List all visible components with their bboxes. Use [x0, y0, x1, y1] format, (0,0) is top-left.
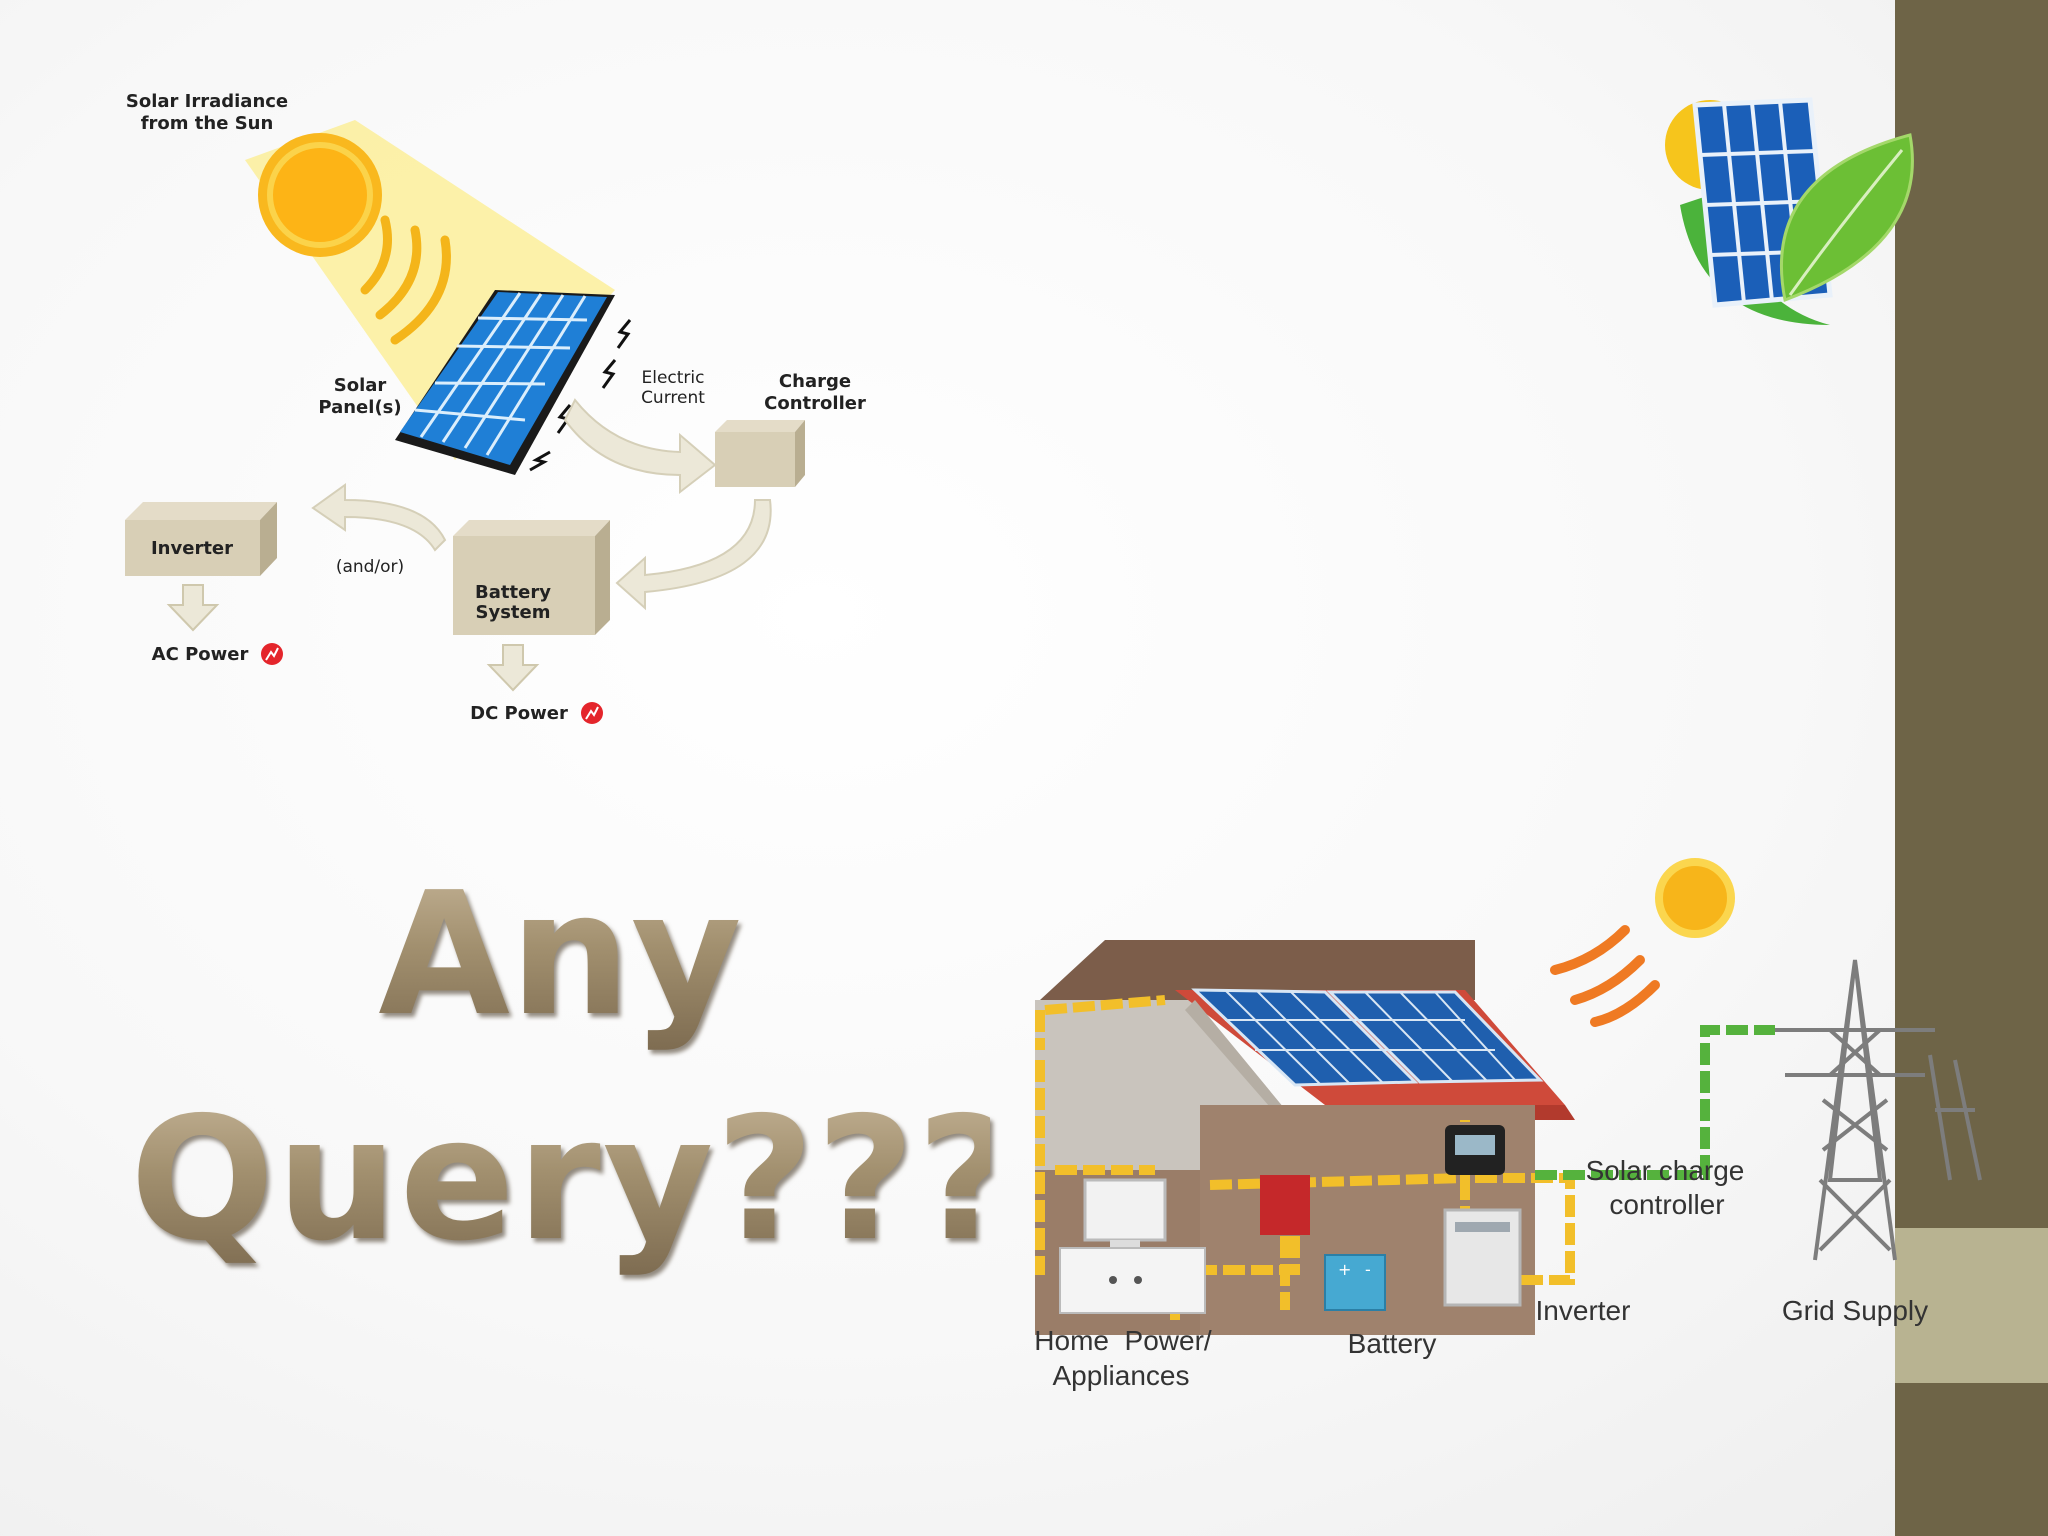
andor-label: (and/or): [336, 557, 404, 577]
charge-controller-icon: [1445, 1125, 1505, 1175]
sidebar-accent-block: [1895, 1228, 2048, 1383]
svg-text:-: -: [1365, 1260, 1371, 1279]
electricity-bolt-icon: [529, 319, 632, 472]
controller-label-line-1: Charge: [779, 371, 851, 392]
current-label-line-1: Electric: [642, 368, 705, 388]
solar-system-flow-diagram: Solar Irradiance from the Sun Solar Pane…: [125, 91, 866, 724]
battery-label-line-2: System: [476, 602, 551, 623]
solar-leaf-logo: [1665, 97, 1914, 325]
current-label-line-2: Current: [641, 388, 705, 408]
charge-controller-label-line-1: Solar charge: [1586, 1155, 1745, 1186]
arrow-to-ac: [166, 584, 220, 632]
grid-supply-label: Grid Supply: [1782, 1295, 1928, 1326]
home-label-line-1: Home Power/: [1034, 1325, 1212, 1356]
home-solar-system-diagram: + - Solar charge controller Inverter Gri…: [1034, 858, 1982, 1391]
battery-system-box: [453, 520, 610, 635]
leaf-vein: [1788, 149, 1904, 296]
ac-power-label: AC Power: [152, 644, 249, 665]
battery-label: Battery: [1348, 1328, 1437, 1359]
inverter-label: Inverter: [151, 538, 233, 559]
radiation-arcs: [360, 215, 451, 345]
arrow-to-controller: [563, 398, 717, 495]
dc-power-label: DC Power: [470, 703, 568, 724]
slide-title-line-1: Any: [130, 860, 990, 1050]
slide-title-line-2: Query???: [130, 1081, 1018, 1279]
svg-text:+: +: [1338, 1260, 1351, 1279]
arrow-to-inverter: [311, 483, 447, 552]
inverter-box: [125, 502, 277, 576]
heat-waves: [1550, 925, 1660, 1027]
sun-icon: [1655, 858, 1735, 938]
roof-solar-panels: [1191, 988, 1544, 1087]
home-label-line-2: Appliances: [1053, 1360, 1190, 1391]
battery-label-line-1: Battery: [475, 582, 551, 603]
logo-solar-panel-icon: [1692, 97, 1833, 308]
sun-label-line-2: from the Sun: [141, 113, 274, 134]
charge-controller-label-line-2: controller: [1609, 1189, 1724, 1220]
home-appliances-icon: [1059, 1178, 1206, 1314]
arrow-to-dc: [486, 644, 540, 692]
solar-panel-icon: [395, 290, 615, 475]
inverter-label: Inverter: [1536, 1295, 1631, 1326]
power-plug-icon: [581, 702, 603, 724]
power-plug-icon: [261, 643, 283, 665]
panel-label-line-1: Solar: [334, 375, 387, 396]
charge-controller-box: [715, 420, 805, 487]
panel-label-line-2: Panel(s): [318, 397, 401, 418]
inverter-icon: [1443, 1208, 1522, 1307]
sun-icon: [258, 133, 382, 257]
arrow-to-battery: [615, 499, 772, 611]
sun-label-line-1: Solar Irradiance: [126, 91, 288, 112]
breaker-box-icon: [1260, 1175, 1310, 1235]
battery-icon: + -: [1324, 1254, 1386, 1311]
controller-label-line-2: Controller: [764, 393, 866, 414]
grid-wire: [1535, 1025, 1775, 1180]
transmission-tower-icon: [1775, 959, 1982, 1261]
